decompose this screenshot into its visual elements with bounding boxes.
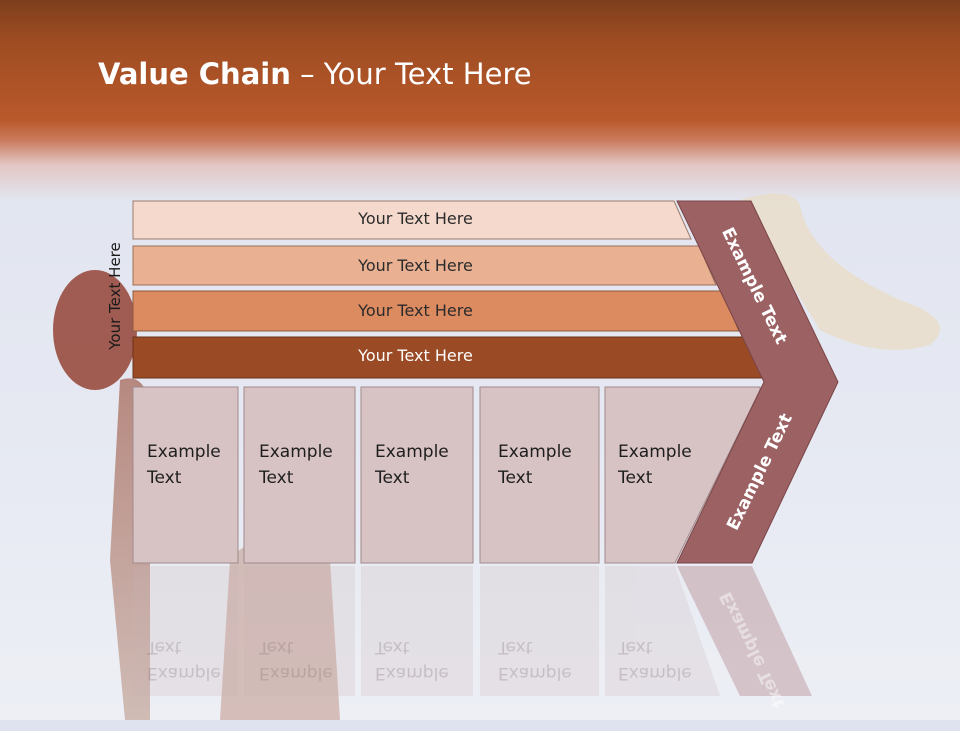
- box-4-line1: Example: [498, 442, 572, 462]
- box-3-reflect-line2: Text: [375, 637, 410, 657]
- box-2-line1: Example: [259, 442, 333, 462]
- title-rest: – Your Text Here: [290, 57, 532, 91]
- box-1-reflection: [133, 566, 238, 696]
- box-1-text-reflection: Example Text: [147, 634, 237, 686]
- box-3: [360, 386, 474, 564]
- box-4-text-reflection: Example Text: [498, 634, 588, 686]
- slide-title: Value Chain – Your Text Here: [98, 54, 532, 94]
- bar-2: [132, 245, 717, 286]
- box-1-line2: Text: [147, 468, 182, 488]
- box-2: [243, 386, 356, 564]
- box-5-line2: Text: [618, 468, 653, 488]
- box-4-line2: Text: [498, 468, 533, 488]
- box-4-reflect-line2: Text: [498, 637, 533, 657]
- reflection-group: [133, 566, 720, 696]
- box-2-line2: Text: [259, 468, 294, 488]
- box-3-reflection: [361, 566, 473, 696]
- bar-4-label: Your Text Here: [358, 346, 473, 365]
- box-4-reflection: [480, 566, 599, 696]
- box-1-line1: Example: [147, 442, 221, 462]
- box-5: [604, 386, 761, 564]
- title-bold: Value Chain: [98, 57, 291, 91]
- box-2-reflect-line1: Example: [259, 663, 333, 683]
- bar-1-label: Your Text Here: [358, 209, 473, 228]
- box-5-reflection: [605, 566, 720, 696]
- box-4-reflect-line1: Example: [498, 663, 572, 683]
- chevron-arrow: [676, 200, 839, 564]
- box-2-text-reflection: Example Text: [259, 634, 349, 686]
- bar-3-label: Your Text Here: [358, 301, 473, 320]
- box-5-reflect-line1: Example: [618, 663, 692, 683]
- box-4: [479, 386, 600, 564]
- chevron-reflection: [677, 566, 812, 696]
- box-5-text-reflection: Example Text: [618, 634, 708, 686]
- box-3-line2: Text: [375, 468, 410, 488]
- box-2-reflect-line2: Text: [259, 637, 294, 657]
- box-3-line1: Example: [375, 442, 449, 462]
- body-shape: [220, 540, 340, 720]
- box-3-text-reflection: Example Text: [375, 634, 465, 686]
- header-banner: [0, 0, 960, 200]
- vertical-label: Your Text Here: [106, 242, 124, 350]
- box-1: [132, 386, 239, 564]
- box-1-reflect-line1: Example: [147, 663, 221, 683]
- box-5-line1: Example: [618, 442, 692, 462]
- fist-shape: [53, 270, 137, 390]
- brush-shape: [740, 193, 940, 350]
- bar-2-label: Your Text Here: [358, 256, 473, 275]
- box-5-reflect-line2: Text: [618, 637, 653, 657]
- box-3-reflect-line1: Example: [375, 663, 449, 683]
- box-1-reflect-line2: Text: [147, 637, 182, 657]
- bar-1: [132, 200, 692, 240]
- box-2-reflection: [244, 566, 355, 696]
